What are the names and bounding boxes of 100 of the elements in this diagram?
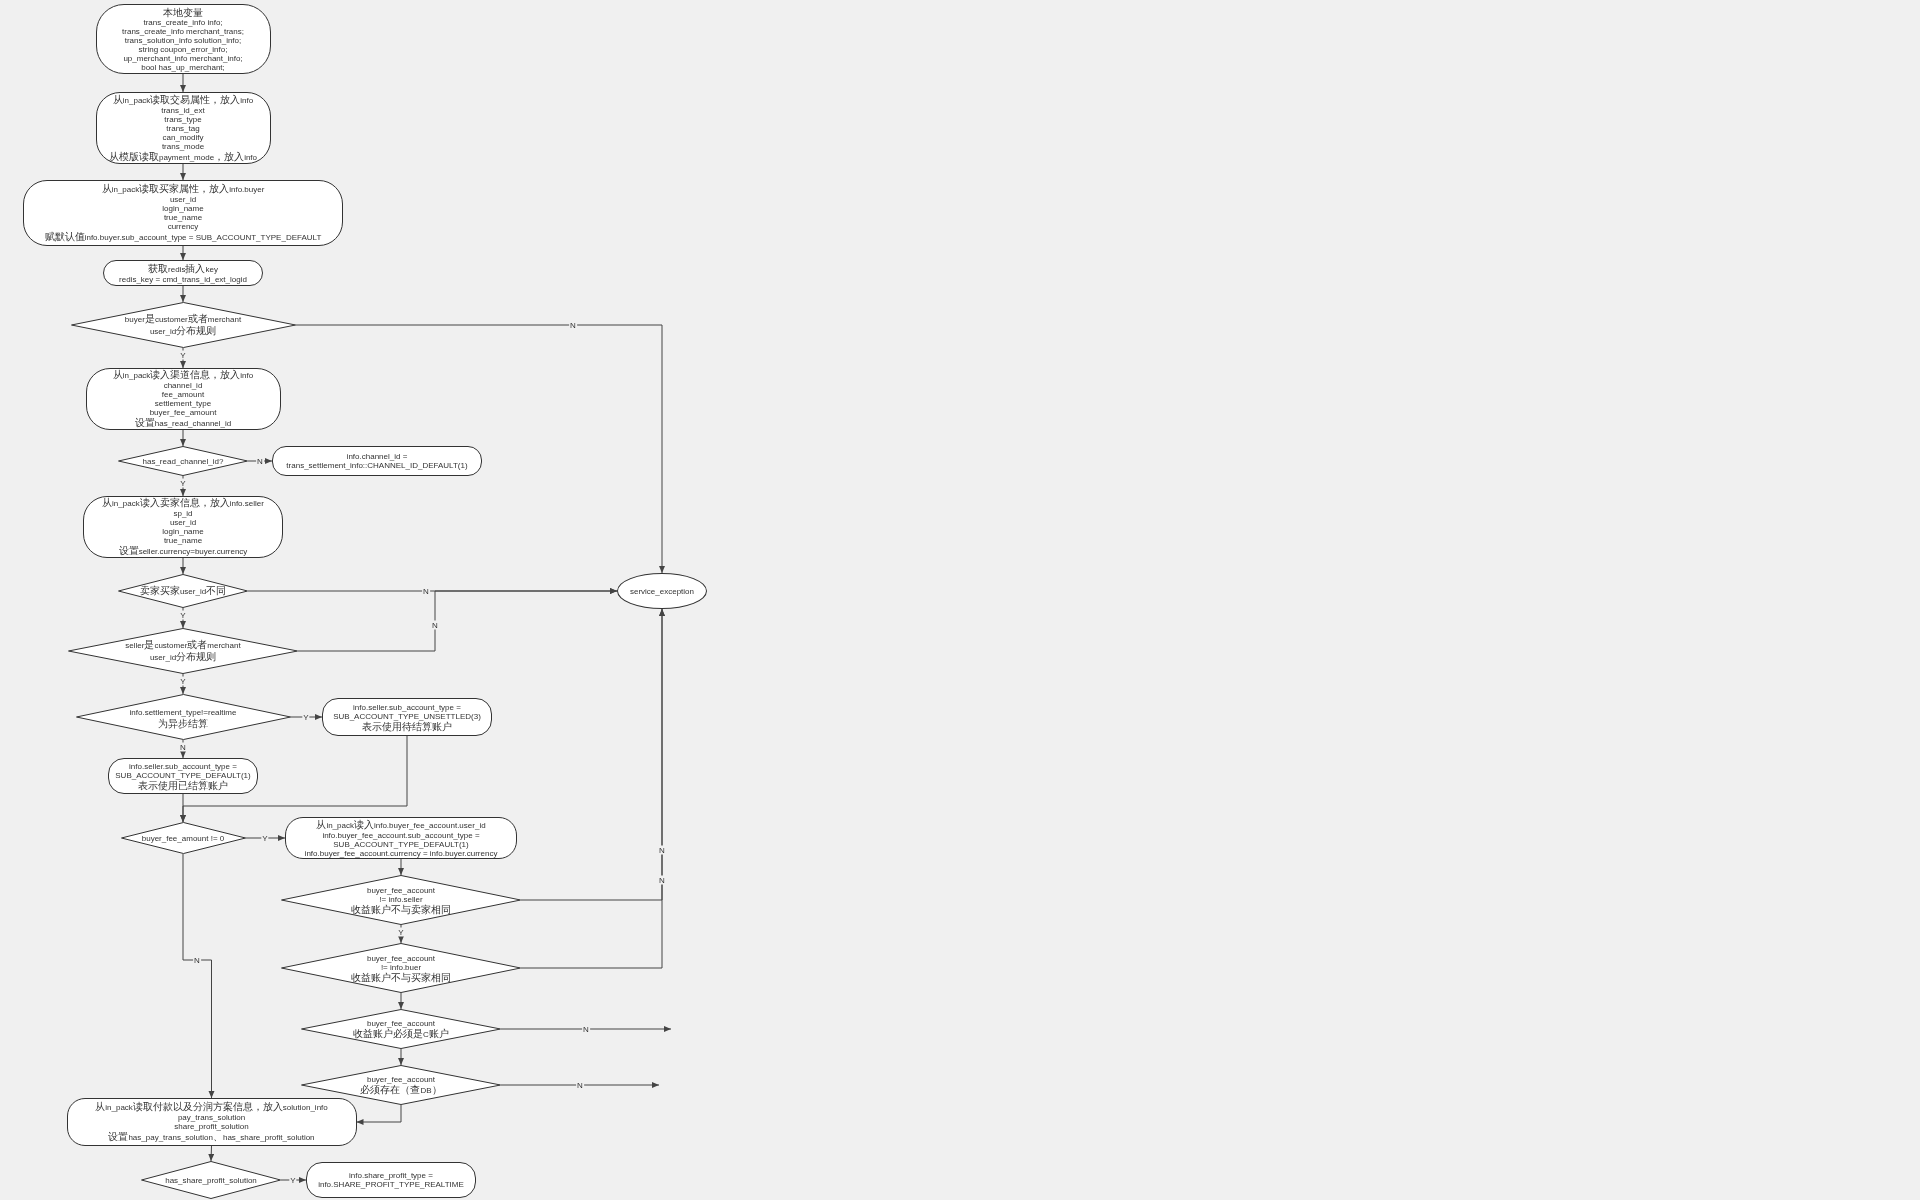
node-text: 获取redis插入key [148,262,218,275]
edge-label: N [658,875,666,885]
process-box [95,92,271,164]
process-box [103,260,263,286]
process-box [108,758,258,794]
edge-label: Y [302,712,310,722]
node-text: info.seller.sub_account_type = SUB_ACCOUNT_TYPE_UNSETTLED(3) [332,702,482,721]
node-text: trans_create_info merchant_trans; [122,26,244,36]
decision-diamond [118,574,248,608]
arrow [500,1082,660,1088]
node-text: trans_tag [166,123,200,133]
node-text: buyer_fee_amount [149,408,217,417]
process-box [23,180,343,246]
node-text: buyer_fee_amount != 0 [141,833,225,843]
arrow [180,245,186,261]
edge-label: N [431,620,439,630]
edge-label: Y [179,610,187,620]
node-text: 从in_pack读入info.buyer_fee_account.user_id [316,818,486,831]
node-text: settlement_type [154,399,212,408]
edge-label: N [582,1024,590,1034]
node-text: redis_key = cmd_trans_id_ext_logid [119,274,247,284]
decision-diamond [70,302,296,348]
node-text: info.channel_id = trans_settlement_info::CHANNEL_ID_DEFAULT(1) [285,452,469,470]
node-text: can_modify [162,132,204,142]
arrow [295,324,665,574]
node-text: trans_type [164,114,202,124]
node-text: info.settlement_type!=realtime 为异步结算 [128,706,238,729]
node-text: 从in_pack读入渠道信息，放入info [112,369,254,381]
node-text: info.seller.sub_account_type = SUB_ACCOUNT_TYPE_DEFAULT(1) [114,761,252,780]
node-text: 从in_pack读取交易属性，放入info [112,93,254,106]
arrow [398,858,404,876]
node-text: 从in_pack读取付款以及分润方案信息，放入solution_info [95,1101,328,1113]
node-text: pay_trans_solution [177,1113,246,1122]
process-box [306,1162,476,1198]
node-text: trans_create_info info; [143,17,223,27]
node-text: buyer_fee_account != info.seller [365,885,437,904]
arrow [280,1177,307,1183]
decision-diamond [68,628,298,674]
process-box [322,698,492,736]
arrow [356,1104,402,1125]
edge-label: Y [179,350,187,360]
node-text: buyer_fee_account != info.buer [365,953,437,972]
node-text: share_profit_solution [174,1122,249,1131]
node-text: true_name [163,213,203,222]
arrow [180,163,186,181]
arrow [290,714,323,720]
node-text: buyer_fee_account [366,1074,436,1084]
node-text: info.buyer_fee_account.currency = info.buyer.currency [304,848,498,858]
edge-label: Y [261,833,269,843]
node-text: login_name [162,204,204,213]
node-text: currency [167,222,199,231]
decision-diamond [281,943,521,993]
decision-diamond [120,822,246,854]
node-text: 表示使用已结算账户 [138,779,228,791]
arrow [208,1145,215,1162]
arrow [245,835,286,841]
edge-label: N [576,1080,584,1090]
node-text: has_read_channel_id? [142,456,224,466]
node-text: buyer_fee_account [366,1018,436,1028]
node-text: service_exception [629,586,694,596]
node-text: info.share_profit_type = info.SHARE_PROFIT_TYPE_REALTIME [317,1171,465,1189]
decision-diamond [141,1161,281,1199]
arrow [180,739,186,759]
node-text: 必须存在（查DB） [360,1083,442,1096]
node-text: true_name [163,536,203,545]
node-text: fee_amount [161,390,205,399]
node-text: user_id [169,195,197,204]
arrow [180,73,186,93]
edge-label: Y [289,1175,297,1185]
arrow [180,285,186,303]
edge-label: N [256,456,264,466]
node-text: up_merchant_info merchant_info; [123,53,243,63]
node-text: 收益账户不与买家相同 [351,971,451,983]
decision-diamond [281,875,521,925]
process-box [272,446,482,476]
node-text: 从模版读取payment_mode，放入info [108,150,258,163]
edge-label: N [569,320,577,330]
edge-label: Y [397,927,405,937]
decision-diamond [75,694,291,740]
node-text: 赋默认值info.buyer.sub_account_type = SUB_ACCOUNT_TYPE_DEFAULT [44,231,322,243]
edge-label: N [422,586,430,596]
node-text: string coupon_error_info; [138,44,228,54]
node-text: 设置has_read_channel_id [134,417,232,429]
node-text: 收益账户必须是C账户 [353,1027,449,1040]
arrow [500,1026,672,1032]
node-text: 卖家买家user_id不同 [139,585,227,597]
node-text: 从in_pack读取买家属性，放入info.buyer [101,183,265,195]
edge-label: N [658,845,666,855]
node-text: has_share_profit_solution [165,1175,257,1185]
node-text: trans_mode [161,141,205,151]
node-text: user_id [169,518,197,527]
node-text: trans_solution_info solution_info; [124,35,242,45]
arrow [180,557,186,575]
arrow [520,608,665,969]
edge-label: N [193,955,201,965]
arrow [398,924,404,944]
node-text: 表示使用待结算账户 [362,720,452,732]
process-box [83,496,283,558]
node-text: 设置seller.currency=buyer.currency [118,545,248,557]
node-text: sp_id [173,509,193,518]
